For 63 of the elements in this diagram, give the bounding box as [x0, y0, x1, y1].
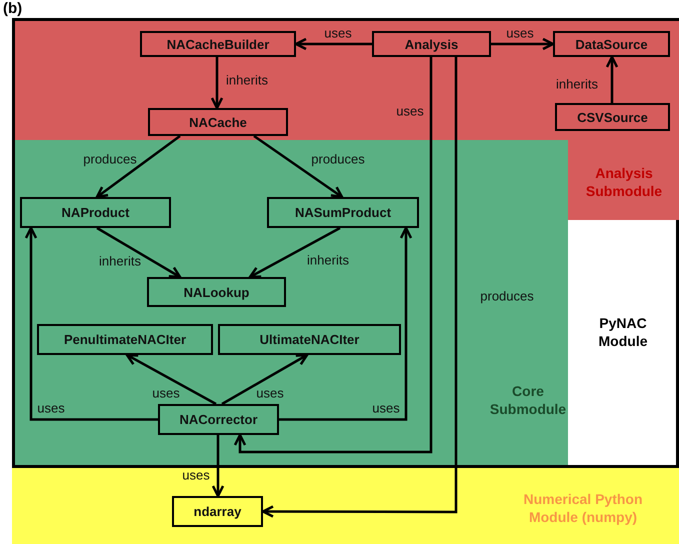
class-name: NAProduct — [62, 205, 130, 220]
edge-label: uses — [396, 104, 424, 118]
module-title: Core Submodule — [488, 382, 568, 418]
class-name: PenultimateNACIter — [64, 332, 186, 347]
edge-label: uses — [37, 400, 65, 416]
class-box — [172, 496, 263, 527]
class-box — [158, 404, 279, 435]
arrow — [491, 38, 554, 50]
arrow — [212, 435, 224, 498]
edge-label: uses — [506, 26, 534, 40]
arrow — [279, 226, 412, 421]
class-name: NACache — [189, 114, 247, 130]
class-name: ndarray — [194, 504, 242, 519]
class-name: NACacheBuilder — [166, 36, 270, 52]
edge-label: produces — [480, 288, 534, 304]
class-name: DataSource — [575, 36, 648, 52]
class-box — [553, 31, 670, 57]
module-title: Analysis Submodule — [584, 164, 664, 200]
submodule-panel — [15, 21, 679, 220]
class-name: Analysis — [404, 36, 458, 52]
edge-label: inherits — [99, 254, 141, 268]
arrow — [96, 226, 182, 278]
arrow — [24, 226, 158, 421]
arrow — [606, 56, 618, 103]
class-box — [267, 197, 419, 228]
edge-label: produces — [83, 152, 137, 166]
class-box — [37, 324, 213, 355]
class-box — [140, 31, 296, 57]
class-name: NALookup — [184, 284, 250, 300]
module-panel — [12, 18, 679, 468]
edge-label: uses — [324, 26, 352, 40]
arrow — [210, 57, 224, 110]
submodule-panel — [15, 140, 568, 465]
class-box — [148, 108, 288, 136]
edge-label: inherits — [226, 72, 268, 88]
class-name: NACorrector — [179, 412, 258, 427]
edge-label: uses — [372, 400, 400, 416]
edge-label: uses — [182, 468, 210, 482]
arrow — [294, 38, 372, 50]
module-title: Numerical Python Module (numpy) — [522, 490, 644, 526]
arrow — [248, 226, 341, 278]
class-name: NASumProduct — [294, 205, 392, 220]
arrow — [234, 57, 432, 454]
arrow — [126, 354, 217, 406]
edge-label: uses — [256, 386, 284, 400]
edge-label: inherits — [556, 76, 598, 92]
class-box — [372, 31, 491, 57]
class-box — [218, 324, 401, 355]
class-box — [555, 103, 670, 131]
edge-label: uses — [152, 386, 180, 400]
arrow — [253, 134, 344, 198]
edge-label: produces — [311, 152, 365, 166]
edge-label: inherits — [307, 252, 349, 268]
class-name: CSVSource — [577, 110, 648, 124]
arrow — [96, 135, 181, 198]
class-box — [20, 197, 171, 228]
module-title: PyNAC Module — [598, 314, 648, 350]
class-name: UltimateNACIter — [260, 332, 360, 347]
panel-letter: (b) — [3, 0, 22, 17]
arrow — [262, 57, 458, 518]
class-box — [147, 277, 286, 307]
module-panel — [12, 468, 679, 544]
arrow — [221, 354, 308, 406]
